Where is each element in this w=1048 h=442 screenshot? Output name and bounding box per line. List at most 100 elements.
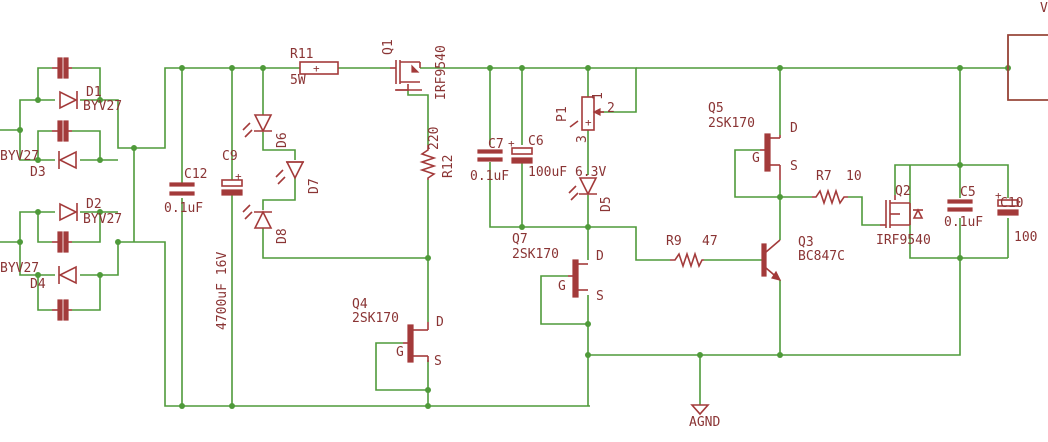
junction-dot — [229, 403, 235, 409]
p1-pin3: 3 — [575, 135, 590, 143]
capacitor-c10[interactable]: + — [995, 189, 1019, 216]
led-d7[interactable] — [275, 161, 305, 185]
junction-dot — [519, 65, 525, 71]
q4-pin-d: D — [436, 315, 444, 330]
agnd-label: AGND — [689, 415, 720, 430]
junction-dot — [957, 65, 963, 71]
q4-pin-g: G — [396, 345, 404, 360]
d4-value: BYV27 — [0, 261, 39, 276]
r12-ref: R12 — [441, 155, 456, 178]
junction-dot — [97, 97, 103, 103]
resistor-r11[interactable]: + — [299, 61, 339, 75]
capacitor-c9[interactable]: + — [221, 170, 243, 196]
q7-ref: Q7 — [512, 232, 528, 247]
led-d6[interactable] — [242, 114, 273, 138]
junction-dot — [35, 209, 41, 215]
p1-pin1: 1 — [591, 92, 606, 100]
d5-ref: D5 — [599, 196, 614, 212]
c6-ref: C6 — [528, 134, 544, 149]
junction-dot — [957, 255, 963, 261]
bridge-capacitor[interactable] — [52, 231, 72, 253]
c6-value: 100uF 6.3V — [528, 165, 606, 180]
bridge-capacitor[interactable] — [52, 299, 72, 321]
q4-pin-s: S — [434, 354, 442, 369]
c12-value: 0.1uF — [164, 201, 203, 216]
junction-dot — [425, 255, 431, 261]
d4-ref: D4 — [30, 277, 46, 292]
mosfet-q1[interactable] — [390, 60, 422, 91]
svg-text:+: + — [508, 137, 515, 150]
junction-dot — [957, 162, 963, 168]
led-d5[interactable] — [568, 177, 598, 201]
capacitor-c5[interactable] — [947, 199, 973, 212]
junction-dot — [97, 272, 103, 278]
junction-dot — [585, 321, 591, 327]
junction-dots — [17, 65, 1011, 409]
q1-ref: Q1 — [381, 39, 396, 55]
led-d8[interactable] — [242, 204, 273, 229]
bridge-capacitor[interactable] — [52, 57, 72, 79]
resistor-r7[interactable] — [812, 188, 848, 206]
diode-d1[interactable] — [59, 90, 78, 110]
r12-value: 220 — [427, 127, 442, 150]
corner-v-label: V — [1040, 1, 1048, 16]
junction-dot — [519, 224, 525, 230]
q5-pin-g: G — [752, 151, 760, 166]
potentiometer-p1[interactable]: + — [569, 96, 604, 131]
svg-text:+: + — [313, 62, 320, 75]
r7-value: 10 — [846, 169, 862, 184]
junction-dot — [585, 352, 591, 358]
capacitor-c6[interactable]: + — [508, 137, 533, 164]
r11-ref: R11 — [290, 47, 313, 62]
c10-ref: C10 — [1000, 196, 1023, 211]
junction-dot — [17, 239, 23, 245]
junction-dot — [35, 97, 41, 103]
d2-ref: D2 — [86, 197, 102, 212]
q5-value: 2SK170 — [708, 116, 755, 131]
jfet-q5[interactable] — [760, 133, 781, 180]
junction-dot — [777, 194, 783, 200]
diode-d3[interactable] — [58, 150, 77, 170]
resistor-r9[interactable] — [670, 251, 704, 269]
c12-ref: C12 — [184, 167, 207, 182]
jfet-q4[interactable] — [403, 322, 429, 363]
junction-dot — [585, 224, 591, 230]
q5-ref: Q5 — [708, 101, 724, 116]
q5-pin-d: D — [790, 121, 798, 136]
junction-dot — [97, 157, 103, 163]
d6-ref: D6 — [275, 132, 290, 148]
r7-ref: R7 — [816, 169, 832, 184]
q7-pin-d: D — [596, 249, 604, 264]
p1-pin2: 2 — [607, 101, 615, 116]
r9-ref: R9 — [666, 234, 682, 249]
d3-value: BYV27 — [0, 149, 39, 164]
junction-dot — [260, 65, 266, 71]
junction-dot — [179, 403, 185, 409]
svg-text:+: + — [585, 116, 592, 129]
capacitor-c7[interactable] — [477, 149, 503, 162]
c7-ref: C7 — [488, 137, 504, 152]
diode-d2[interactable] — [59, 202, 78, 222]
mosfet-q2[interactable] — [880, 195, 924, 228]
jfet-q7[interactable] — [568, 259, 588, 298]
q2-value: IRF9540 — [876, 233, 931, 248]
r11-value: 5W — [290, 73, 306, 88]
d8-ref: D8 — [275, 228, 290, 244]
bridge-capacitor[interactable] — [52, 120, 72, 142]
junction-dot — [697, 352, 703, 358]
diode-d4[interactable] — [58, 265, 77, 285]
c7-value: 0.1uF — [470, 169, 509, 184]
d1-ref: D1 — [86, 85, 102, 100]
q3-value: BC847C — [798, 249, 845, 264]
c5-value: 0.1uF — [944, 215, 983, 230]
capacitor-c12[interactable] — [169, 182, 195, 196]
junction-dot — [425, 387, 431, 393]
r9-value: 47 — [702, 234, 718, 249]
q4-value: 2SK170 — [352, 311, 399, 326]
q5-pin-s: S — [790, 159, 798, 174]
junction-dot — [17, 127, 23, 133]
resistor-r12[interactable] — [419, 145, 437, 180]
bjt-q3[interactable] — [761, 239, 782, 281]
q4-ref: Q4 — [352, 297, 368, 312]
q3-ref: Q3 — [798, 235, 814, 250]
